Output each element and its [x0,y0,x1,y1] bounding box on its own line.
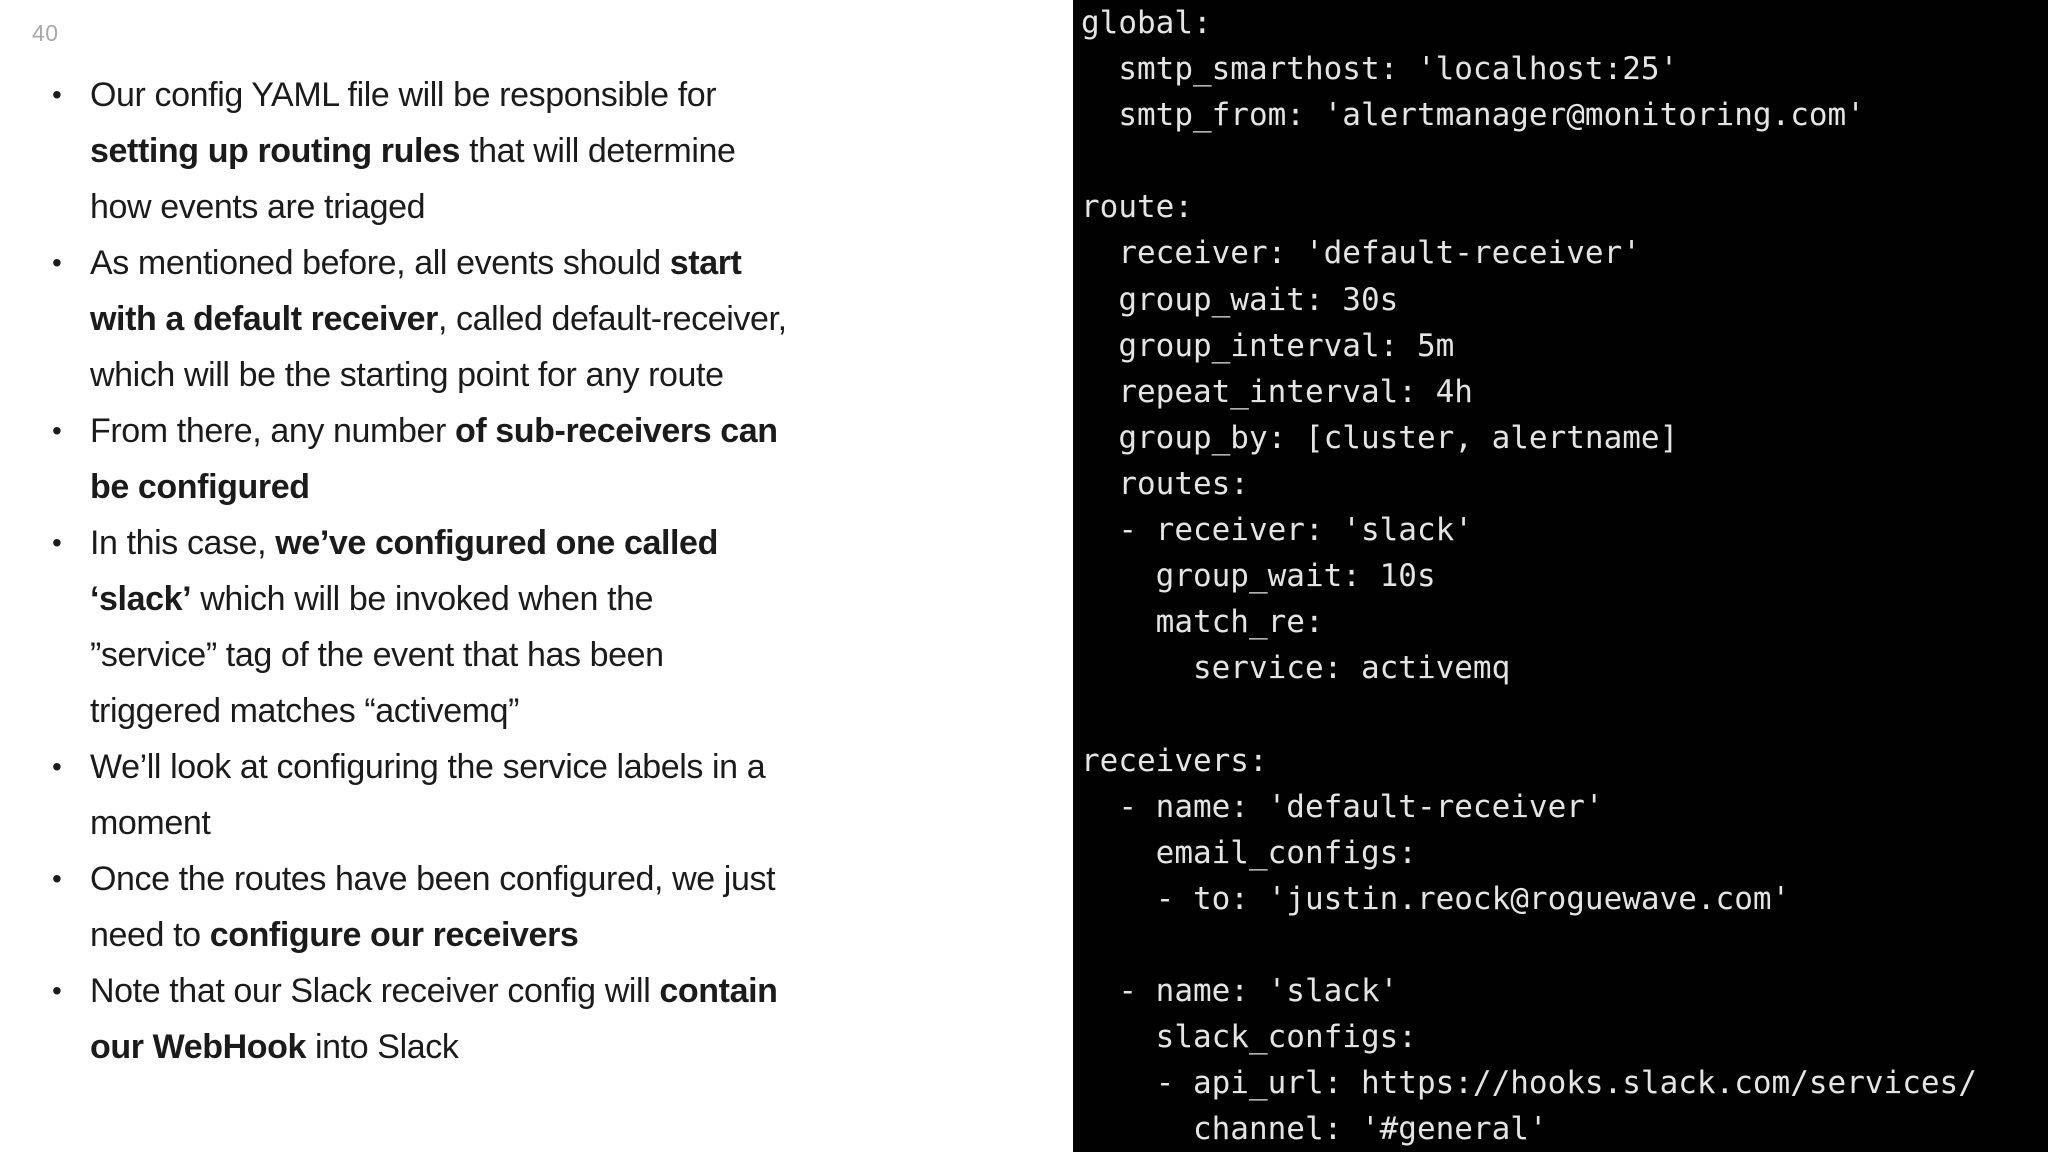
bullet-line: be configured [48,459,1028,515]
bullet-marker: • [52,415,62,446]
text-segment: configure our receivers [209,916,579,954]
text-segment: ”service” tag of the event that has been [90,636,664,674]
bullet-line: ‘slack’ which will be invoked when the [48,571,1028,627]
text-segment: moment [90,804,211,842]
text-segment: setting up routing rules [90,132,461,170]
code-line: smtp_from: 'alertmanager@monitoring.com' [1081,97,1865,134]
text-segment: In this case, [90,524,276,562]
code-line: channel: '#general' [1081,1111,1548,1148]
code-line: group_interval: 5m [1081,327,1455,364]
code-line: group_by: [cluster, alertname] [1081,419,1679,456]
text-segment: which will be the starting point for any… [90,356,724,394]
yaml-config-panel: global: smtp_smarthost: 'localhost:25' s… [1073,0,2048,1152]
slide-text-panel: 40 • Our config YAML file will be respons… [32,20,1028,1075]
text-segment: into Slack [305,1028,459,1066]
code-line: routes: [1081,465,1249,502]
bullet-marker: • [52,247,62,278]
text-segment: Our config YAML file will be responsible… [90,76,717,114]
bullet-line: • From there, any number of sub-receivers… [48,403,1028,459]
text-segment: Once the routes have been configured, we… [90,860,776,898]
code-line: global: [1081,5,1212,41]
code-line: slack_configs: [1081,1019,1417,1056]
bullet-line: triggered matches “activemq” [48,683,1028,739]
text-segment: which will be invoked when the [191,580,654,618]
text-segment: need to [90,916,210,954]
code-line [1073,922,2048,968]
bullet-list: • Our config YAML file will be responsibl… [48,67,1028,1075]
text-segment: with a default receiver [90,300,438,338]
text-segment: of sub-receivers can [454,412,778,450]
bullet-line: • In this case, we’ve configured one call… [48,515,1028,571]
text-segment: Note that our Slack receiver config will [90,972,660,1010]
code-line: - name: 'slack' [1081,972,1399,1009]
bullet-line: how events are triaged [48,179,1028,235]
bullet-line: with a default receiver, called default-… [48,291,1028,347]
code-line: - name: 'default-receiver' [1081,788,1604,825]
bullet-line: • Once the routes have been configured, w… [48,851,1028,907]
bullet-line: • Our config YAML file will be responsibl… [48,67,1028,123]
code-line: group_wait: 10s [1081,558,1436,595]
bullet-line: • We’ll look at configuring the service l… [48,739,1028,795]
text-segment: how events are triaged [90,188,426,226]
text-segment: our WebHook [90,1028,306,1066]
code-line [1073,138,2048,184]
bullet-line: •As mentioned before, all events should … [48,235,1028,291]
code-line [1073,691,2048,737]
code-line: - to: 'justin.reock@roguewave.com' [1081,880,1791,917]
bullet-line: ”service” tag of the event that has been [48,627,1028,683]
bullet-marker: • [52,79,62,110]
text-segment: we’ve configured one called [275,524,718,562]
text-segment: that will determine [460,132,736,170]
code-line: service: activemq [1081,650,1511,687]
text-segment: start [669,244,742,282]
bullet-marker: • [52,975,62,1006]
bullet-line: setting up routing rules that will deter… [48,123,1028,179]
code-line: email_configs: [1081,834,1417,871]
code-line: match_re: [1081,604,1324,641]
code-line: receivers: [1081,742,1268,779]
text-segment: From there, any number [90,412,455,450]
bullet-line: our WebHook into Slack [48,1019,1028,1075]
bullet-line: moment [48,795,1028,851]
code-line: route: [1081,189,1193,226]
bullet-line: need to configure our receivers [48,907,1028,963]
bullet-line: which will be the starting point for any… [48,347,1028,403]
code-line: receiver: 'default-receiver' [1081,235,1641,272]
slide-number: 40 [32,20,59,46]
code-line: - api_url: https://hooks.slack.com/servi… [1081,1065,1977,1102]
code-line: - receiver: 'slack' [1081,512,1473,549]
text-segment: , called default-receiver, [437,300,787,338]
text-segment: As mentioned before, all events should [90,244,670,282]
bullet-line: • Note that our Slack receiver config wil… [48,963,1028,1019]
code-line: group_wait: 30s [1081,281,1399,318]
bullet-marker: • [52,863,62,894]
text-segment: be configured [90,468,310,506]
text-segment: triggered matches “activemq” [90,692,520,730]
text-segment: We’ll look at configuring the service la… [90,748,766,786]
code-line: repeat_interval: 4h [1081,373,1473,410]
text-segment: ‘slack’ [90,580,192,618]
text-segment: contain [659,972,778,1010]
code-line: smtp_smarthost: 'localhost:25' [1081,51,1679,88]
bullet-marker: • [52,527,62,558]
bullet-marker: • [52,751,62,782]
